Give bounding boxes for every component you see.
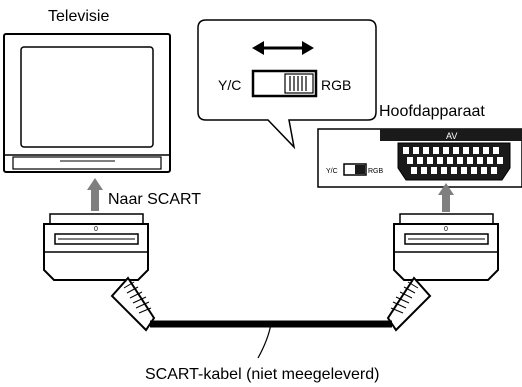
scart-socket	[397, 142, 511, 181]
socket-pin	[461, 167, 467, 174]
plug-left-mark: 0	[94, 226, 98, 233]
plug-right-mark: 0	[444, 226, 448, 233]
yc-rgb-switch	[251, 69, 318, 98]
socket-pin	[413, 147, 419, 154]
switch-callout: Y/C RGB	[197, 19, 377, 150]
socket-pin	[451, 167, 457, 174]
socket-pin	[467, 157, 473, 164]
socket-pin	[427, 157, 433, 164]
to-scart-label: Naar SCART	[108, 191, 201, 208]
socket-pin	[437, 157, 443, 164]
socket-pin	[403, 147, 409, 154]
callout-rgb-label: RGB	[321, 77, 351, 93]
socket-pin	[423, 147, 429, 154]
main-unit-panel: AV Y/C RGB	[317, 128, 522, 188]
socket-pin	[411, 167, 417, 174]
socket-pin	[483, 147, 489, 154]
socket-pin	[447, 157, 453, 164]
double-arrow-icon	[252, 41, 314, 55]
socket-pin	[431, 167, 437, 174]
panel-rgb-label: RGB	[368, 168, 384, 175]
socket-pin	[407, 157, 413, 164]
socket-pin	[473, 147, 479, 154]
socket-pin	[497, 157, 503, 164]
socket-pin	[493, 147, 499, 154]
socket-pin	[417, 157, 423, 164]
socket-pin	[477, 157, 483, 164]
panel-switch: Y/C RGB	[326, 163, 384, 176]
arrow-to-tv-icon	[87, 178, 103, 211]
scart-cable	[150, 320, 392, 359]
arrow-to-main-unit-icon	[438, 183, 454, 212]
panel-yc-label: Y/C	[326, 168, 338, 175]
av-label: AV	[446, 131, 457, 141]
socket-pin	[463, 147, 469, 154]
scart-plug-right	[386, 213, 499, 332]
socket-pin	[443, 147, 449, 154]
socket-pin	[471, 167, 477, 174]
socket-pin	[487, 157, 493, 164]
cable-label: SCART-kabel (niet meegeleverd)	[145, 366, 379, 383]
socket-pin	[453, 147, 459, 154]
scart-plug-left	[43, 213, 156, 332]
socket-pin	[421, 167, 427, 174]
main-unit-label: Hoofdapparaat	[379, 103, 485, 120]
socket-pin	[491, 167, 497, 174]
callout-yc-label: Y/C	[218, 77, 241, 93]
socket-pin	[433, 147, 439, 154]
television-label: Televisie	[48, 8, 109, 25]
socket-pin	[457, 157, 463, 164]
socket-pin	[441, 167, 447, 174]
television	[3, 33, 171, 173]
socket-pin	[481, 167, 487, 174]
